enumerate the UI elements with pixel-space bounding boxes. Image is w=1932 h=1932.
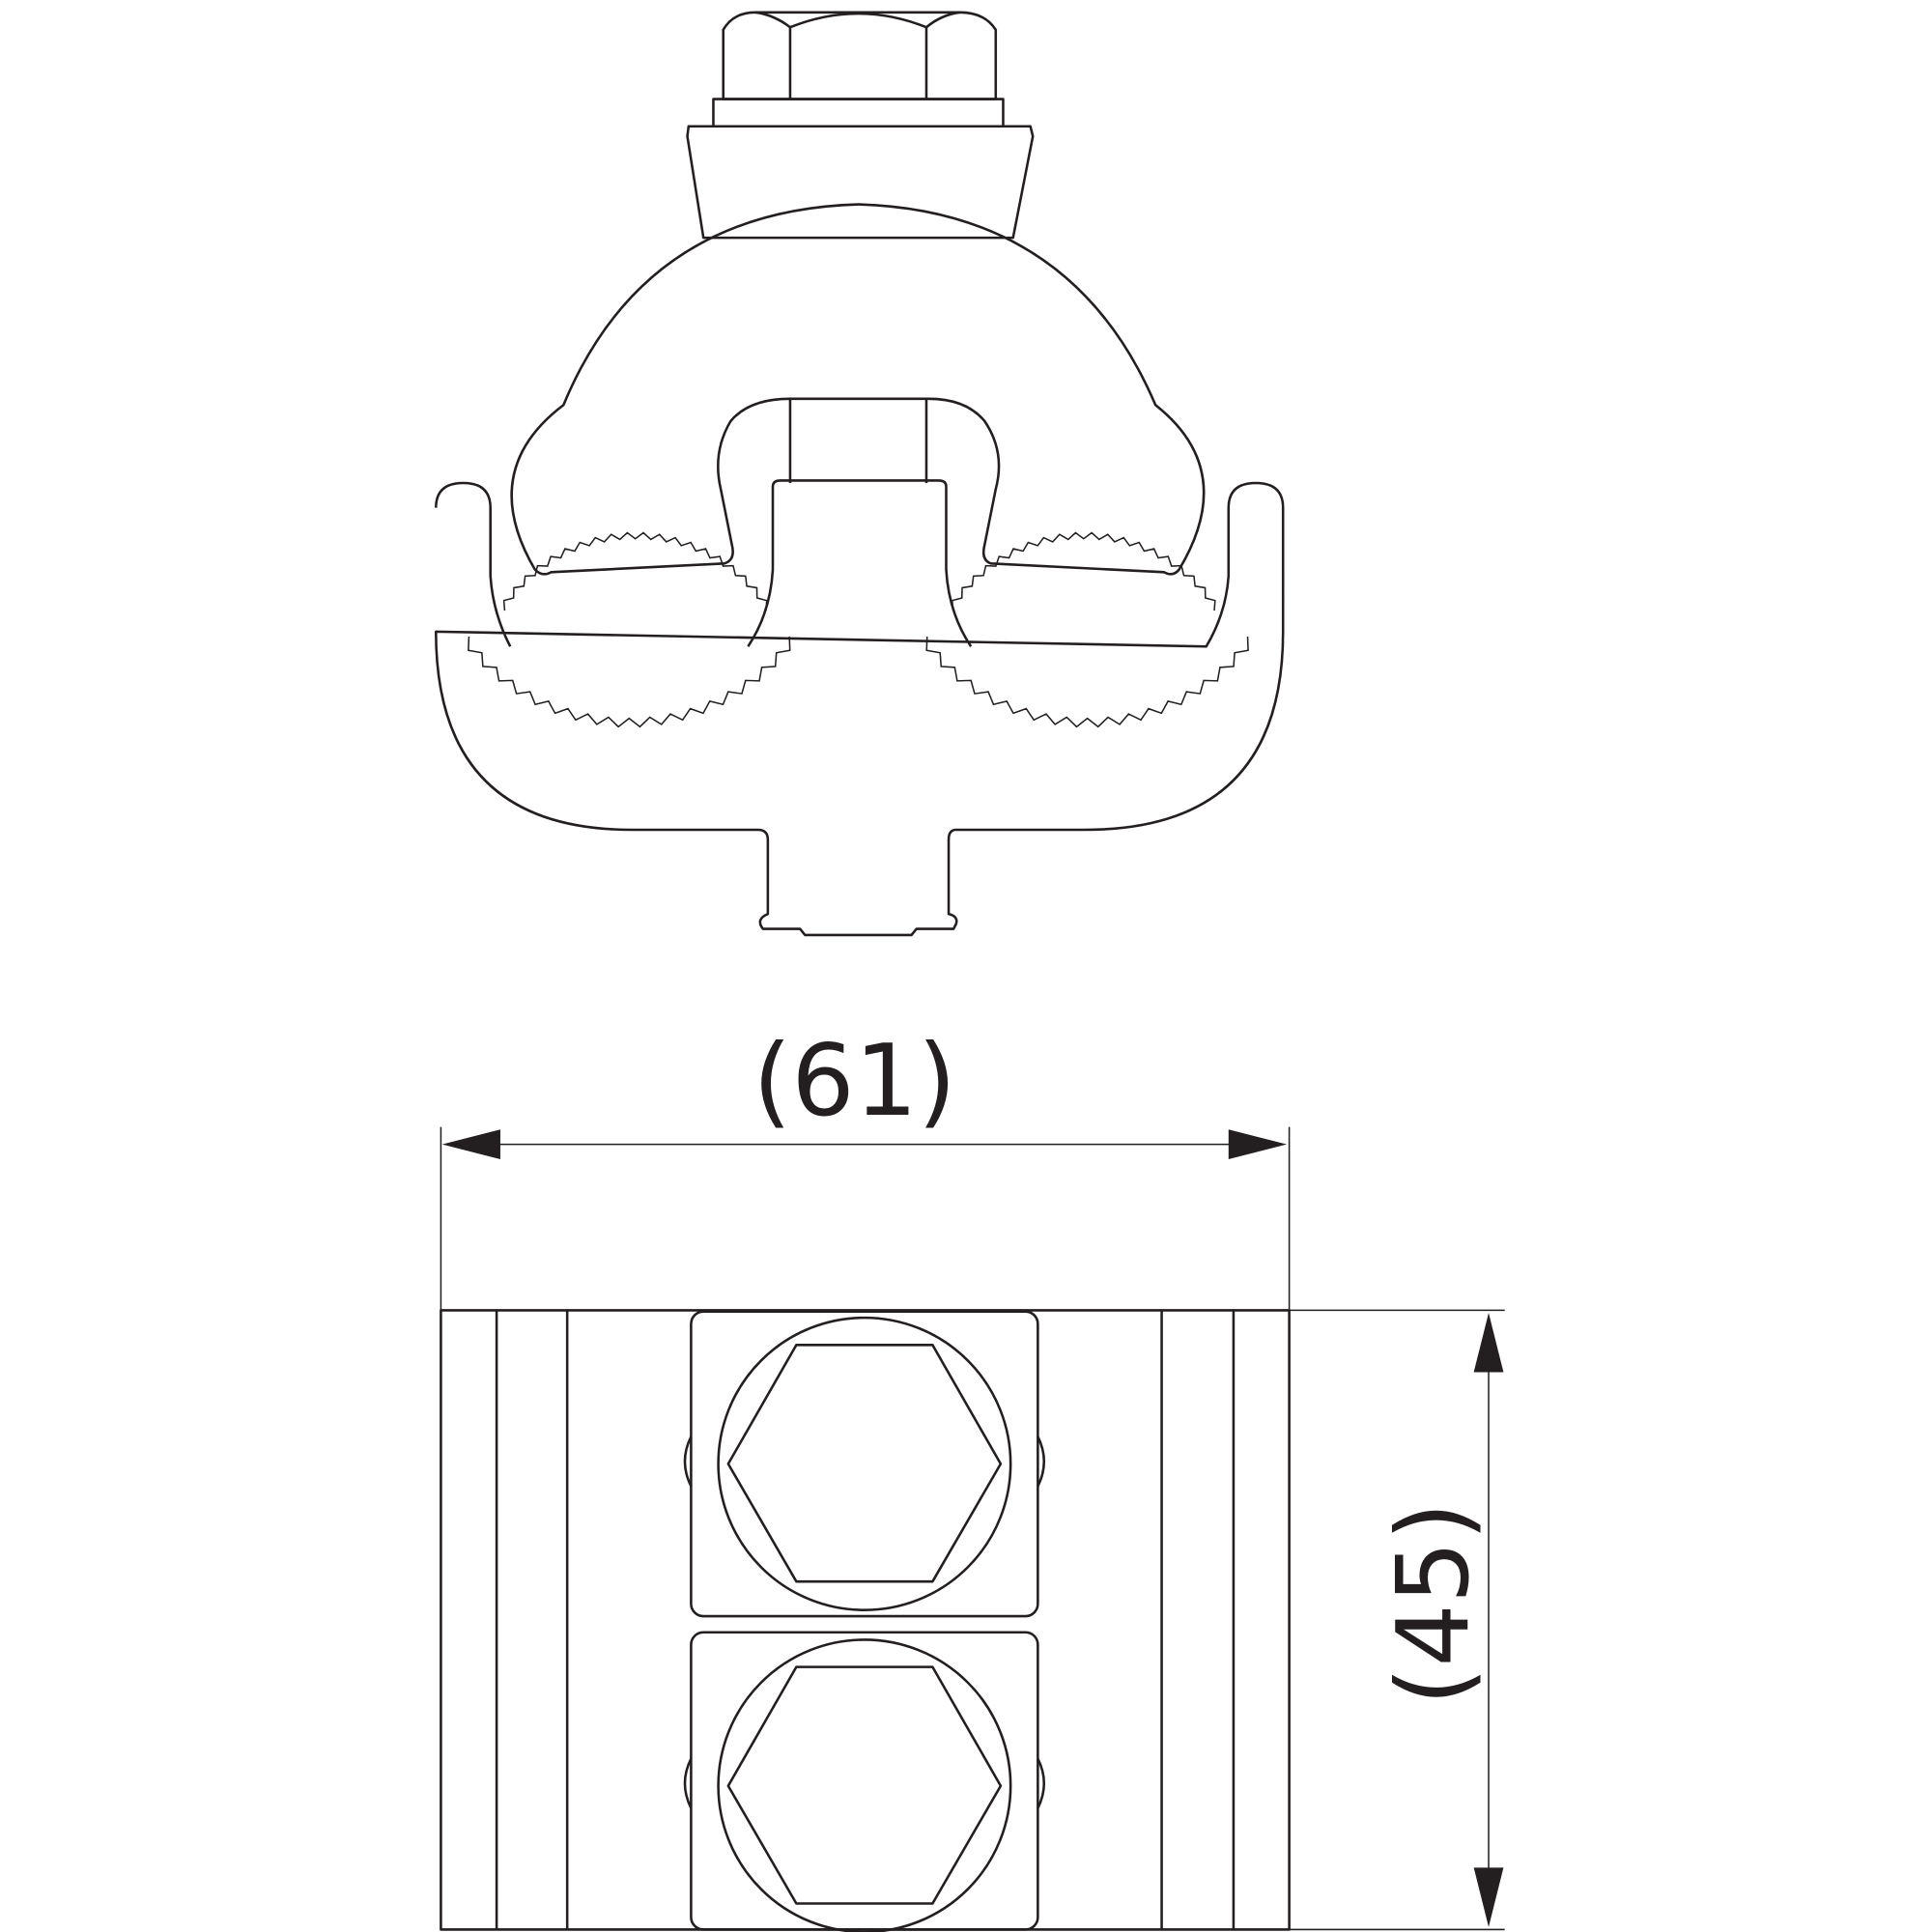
front-view-connector <box>435 11 1285 937</box>
bolt-head-1 <box>683 1310 1046 1618</box>
upper-body <box>510 203 1206 576</box>
height-dimension-label: (45) <box>1377 1502 1492 1706</box>
top-nut <box>686 11 1035 240</box>
lower-body <box>435 479 1285 937</box>
bolt-head-2 <box>683 1631 1046 1932</box>
arrow-up-icon <box>1473 1312 1504 1373</box>
arrow-down-icon <box>1473 1867 1504 1927</box>
side-view-connector <box>440 1309 1291 1932</box>
width-dimension: (61) <box>440 1024 1291 1311</box>
arrow-right-icon <box>1228 1129 1288 1159</box>
height-dimension: (45) <box>1289 1309 1505 1931</box>
width-dimension-label: (61) <box>753 1024 956 1139</box>
serrations <box>468 531 1249 728</box>
arrow-left-icon <box>441 1129 500 1159</box>
